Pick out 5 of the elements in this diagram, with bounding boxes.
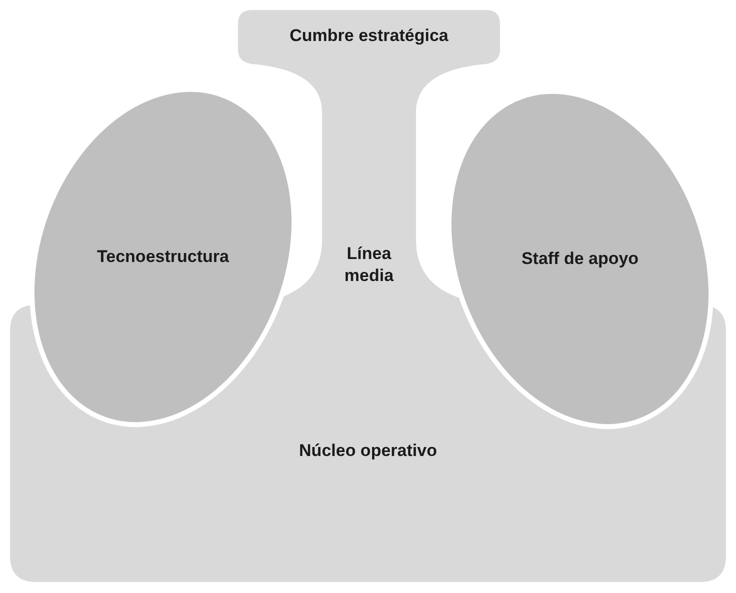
ellipse-label: Staff de apoyo: [521, 248, 639, 270]
region-label: Línea media: [343, 242, 395, 287]
ellipse-label: Tecnoestructura: [97, 246, 229, 268]
region-label: Cumbre estratégica: [290, 24, 448, 47]
region-label: Núcleo operativo: [299, 440, 437, 462]
